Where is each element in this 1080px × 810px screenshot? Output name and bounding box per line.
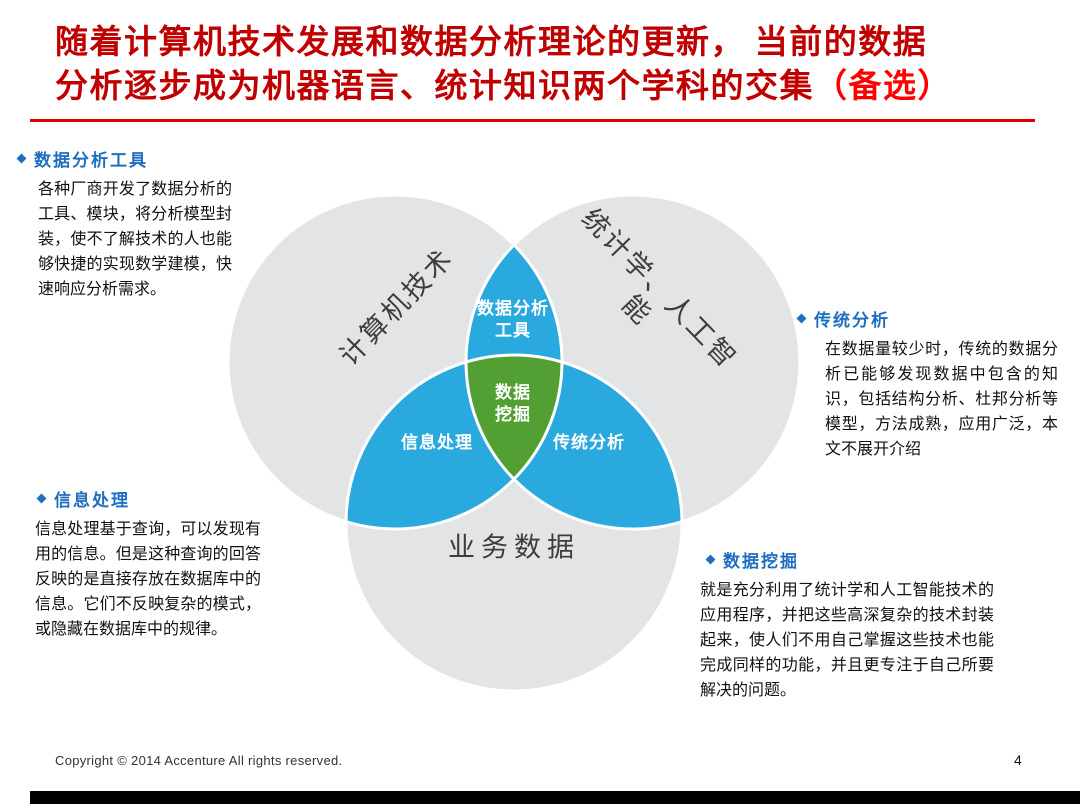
note-header: 数据分析工具 xyxy=(16,146,232,171)
note-data-mining: 数据挖掘 就是充分利用了统计学和人工智能技术的应用程序，并把这些高深复杂的技术封… xyxy=(700,547,994,704)
title-highlight: （备选） xyxy=(814,68,952,105)
title-line2: 分析逐步成为机器语言、统计知识两个学科的交集 xyxy=(55,68,814,105)
page-number: 4 xyxy=(1014,752,1022,768)
venn-circle-outlines xyxy=(226,193,802,693)
note-body: 信息处理基于查询，可以发现有用的信息。但是这种查询的回答反映的是直接存放在数据库… xyxy=(35,521,261,638)
overlap-label-data-analysis-tools: 数据分析 工具 xyxy=(477,298,549,342)
bullet-diamond-icon xyxy=(796,313,807,324)
note-body: 在数据量较少时，传统的数据分析已能够发现数据中包含的知识，包括结构分析、杜邦分析… xyxy=(825,341,1058,458)
note-body: 就是充分利用了统计学和人工智能技术的应用程序，并把这些高深复杂的技术封装起来，使… xyxy=(700,582,994,699)
bottom-bar xyxy=(30,791,1080,804)
title-underline xyxy=(30,119,1035,122)
overlap-label-tools-line1: 数据分析 xyxy=(477,298,549,318)
slide-title: 随着计算机技术发展和数据分析理论的更新， 当前的数据 分析逐步成为机器语言、统计… xyxy=(55,22,1055,109)
note-heading: 信息处理 xyxy=(54,491,130,510)
note-body: 各种厂商开发了数据分析的工具、模块，将分析模型封装，使不了解技术的人也能够快捷的… xyxy=(38,181,232,298)
note-data-analysis-tools: 数据分析工具 各种厂商开发了数据分析的工具、模块，将分析模型封装，使不了解技术的… xyxy=(16,146,232,303)
copyright-text: Copyright © 2014 Accenture All rights re… xyxy=(55,753,343,768)
note-info-processing: 信息处理 信息处理基于查询，可以发现有用的信息。但是这种查询的回答反映的是直接存… xyxy=(35,486,261,643)
note-heading: 数据挖掘 xyxy=(723,552,799,571)
note-heading: 数据分析工具 xyxy=(34,151,148,170)
note-header: 传统分析 xyxy=(796,306,1060,331)
bullet-diamond-icon xyxy=(705,554,716,565)
note-header: 数据挖掘 xyxy=(705,547,994,572)
note-heading: 传统分析 xyxy=(814,311,890,330)
title-line1: 随着计算机技术发展和数据分析理论的更新， 当前的数据 xyxy=(55,25,928,61)
bullet-diamond-icon xyxy=(36,493,47,504)
overlap-label-data-mining: 数据 挖掘 xyxy=(495,382,531,426)
bullet-diamond-icon xyxy=(16,153,27,164)
overlap-label-traditional-analysis: 传统分析 xyxy=(553,432,625,452)
note-header: 信息处理 xyxy=(36,486,261,511)
circle-label-business-data: 业务数据 xyxy=(448,532,580,563)
overlap-label-info-processing: 信息处理 xyxy=(401,432,473,452)
overlap-label-mining-line1: 数据 xyxy=(495,382,531,402)
overlap-label-mining-line2: 挖掘 xyxy=(495,405,531,424)
overlap-label-tools-line2: 工具 xyxy=(495,321,531,340)
note-traditional-analysis: 传统分析 在数据量较少时，传统的数据分析已能够发现数据中包含的知识，包括结构分析… xyxy=(796,306,1060,463)
